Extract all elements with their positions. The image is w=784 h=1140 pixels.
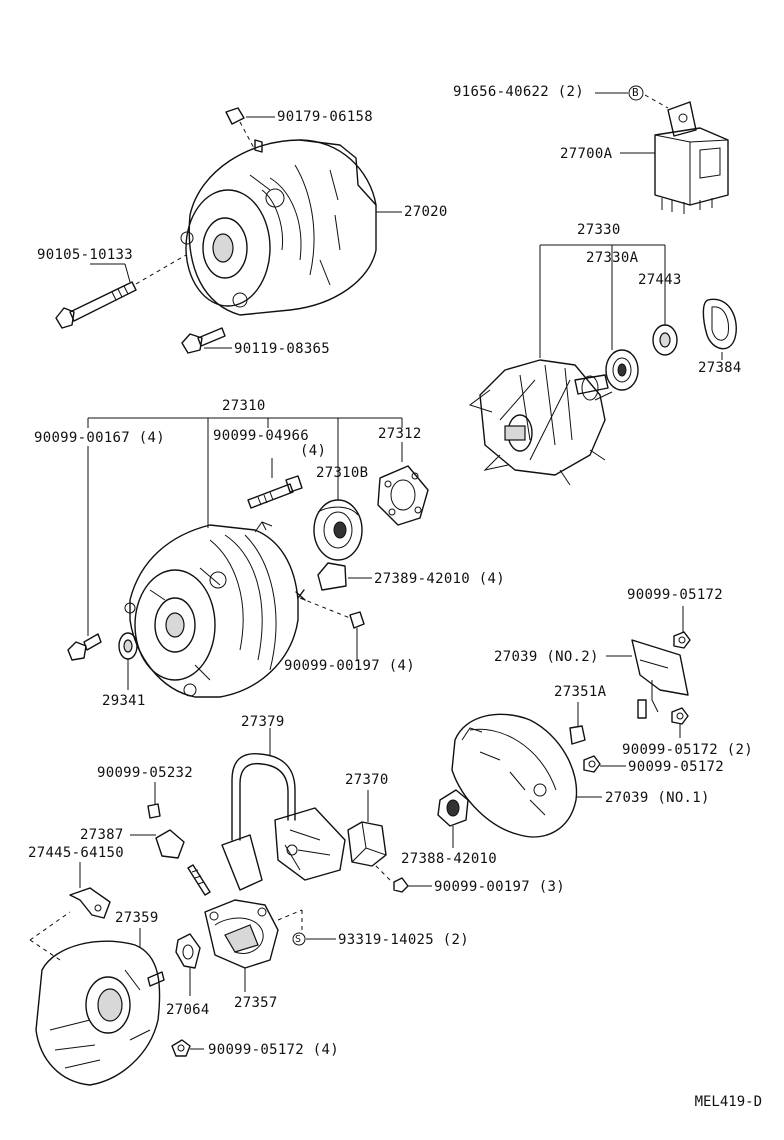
rear-end-cover-27359 bbox=[35, 940, 165, 1086]
label-27039-no1: 27039 (NO.1) bbox=[605, 790, 710, 806]
rotor-27330 bbox=[468, 359, 613, 486]
label-27020: 27020 bbox=[404, 204, 448, 220]
label-90099-04966: 90099-04966 bbox=[213, 428, 310, 444]
nut-90099-05172-2 bbox=[671, 707, 689, 725]
label-90099-00197-4: 90099-00197 (4) bbox=[284, 658, 415, 674]
washer-29341 bbox=[118, 632, 138, 660]
label-27370: 27370 bbox=[345, 772, 389, 788]
label-27330: 27330 bbox=[577, 222, 621, 238]
label-27443: 27443 bbox=[638, 272, 682, 288]
s-marker-circle bbox=[292, 932, 306, 946]
label-90099-05172-4: 90099-05172 (4) bbox=[208, 1042, 339, 1058]
bearing-27330a bbox=[605, 349, 639, 391]
alternator-27020 bbox=[180, 107, 377, 316]
bearing-27310b bbox=[313, 499, 363, 561]
label-90099-05232: 90099-05232 bbox=[97, 765, 194, 781]
label-27389-42010: 27389-42010 (4) bbox=[374, 571, 505, 587]
label-90119-08365: 90119-08365 bbox=[234, 341, 331, 357]
label-90179-06158: 90179-06158 bbox=[277, 109, 374, 125]
nut-90099-05172-top bbox=[673, 631, 691, 649]
leader-b bbox=[644, 94, 669, 109]
plate-27445 bbox=[69, 887, 111, 919]
retainer-27312 bbox=[377, 465, 429, 526]
terminal-27387 bbox=[147, 803, 185, 859]
insulator-27388 bbox=[437, 789, 469, 827]
insulator-27389 bbox=[317, 562, 347, 591]
drive-end-frame-27310 bbox=[124, 521, 299, 698]
label-27445-64150: 27445-64150 bbox=[28, 845, 125, 861]
label-90099-00167: 90099-00167 (4) bbox=[34, 430, 165, 446]
diagram-code: MEL419-D bbox=[694, 1094, 762, 1110]
stud-90099-04966 bbox=[247, 475, 303, 509]
label-27359: 27359 bbox=[115, 910, 159, 926]
rear-cover-27039-no1 bbox=[451, 713, 578, 838]
label-90105-10133: 90105-10133 bbox=[37, 247, 134, 263]
label-27388-42010: 27388-42010 bbox=[401, 851, 498, 867]
s-marker-letter: S bbox=[295, 934, 302, 945]
label-90099-05172-top: 90099-05172 bbox=[627, 587, 724, 603]
label-27351a: 27351A bbox=[554, 684, 607, 700]
regulator-27700a bbox=[654, 101, 729, 214]
b-marker-circle bbox=[628, 85, 644, 101]
bolt-90099-00167 bbox=[67, 633, 102, 661]
brush-holder-27370 bbox=[347, 821, 387, 867]
label-27064: 27064 bbox=[166, 1002, 210, 1018]
washer-27384 bbox=[702, 298, 737, 350]
nut-90099-05172-4 bbox=[171, 1039, 191, 1057]
label-93319-14025: 93319-14025 (2) bbox=[338, 932, 469, 948]
label-27330a: 27330A bbox=[586, 250, 639, 266]
label-90099-05172-mid: 90099-05172 bbox=[628, 759, 725, 775]
bush-27351a bbox=[569, 725, 586, 745]
label-90099-04966-qty: (4) bbox=[300, 443, 327, 459]
label-27379: 27379 bbox=[241, 714, 285, 730]
label-90099-05172-2: 90099-05172 (2) bbox=[622, 742, 753, 758]
bolt-90105-10133 bbox=[55, 254, 187, 329]
label-90099-00197-3: 90099-00197 (3) bbox=[434, 879, 565, 895]
label-27039-no2: 27039 (NO.2) bbox=[494, 649, 599, 665]
label-91656-40622: 91656-40622 (2) bbox=[453, 84, 584, 100]
label-27310: 27310 bbox=[222, 398, 266, 414]
label-27310b: 27310B bbox=[316, 465, 369, 481]
cover-27064 bbox=[175, 933, 201, 969]
label-27384: 27384 bbox=[698, 360, 742, 376]
label-27387: 27387 bbox=[80, 827, 124, 843]
brush-holder-27379 bbox=[221, 753, 346, 891]
label-27312: 27312 bbox=[378, 426, 422, 442]
screw-90099-00197-a bbox=[295, 589, 365, 660]
cover-27443 bbox=[652, 324, 678, 356]
label-29341: 29341 bbox=[102, 693, 146, 709]
nut-90099-05172-mid bbox=[583, 755, 601, 773]
bolt-90119-08365 bbox=[181, 327, 226, 354]
b-marker-letter: B bbox=[632, 86, 639, 99]
screw-90099-00197-b bbox=[374, 864, 409, 893]
label-27357: 27357 bbox=[234, 995, 278, 1011]
rectifier-stud bbox=[187, 864, 211, 896]
terminal-insulator-27039-no2 bbox=[631, 639, 689, 719]
rectifier-27357 bbox=[204, 899, 279, 969]
label-27700a: 27700A bbox=[560, 146, 613, 162]
